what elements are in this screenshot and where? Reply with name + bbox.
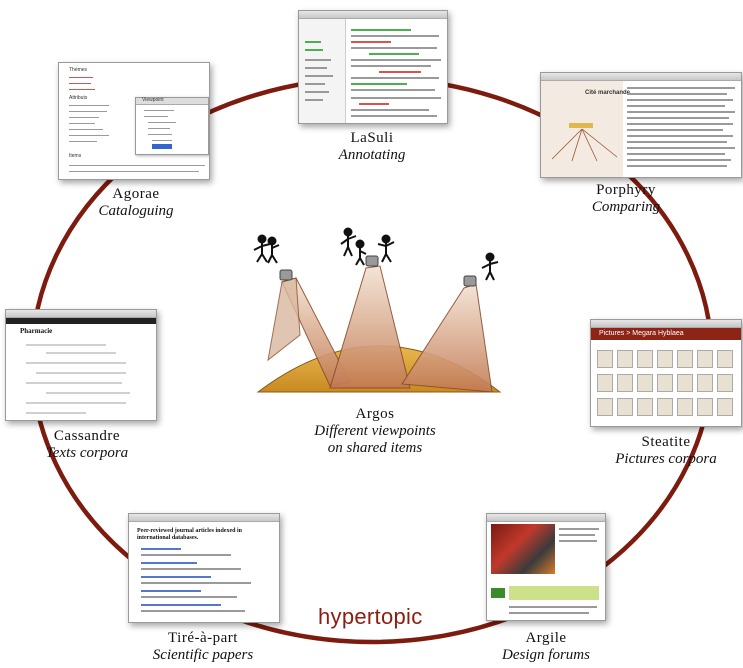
argos-illustration [253,227,502,393]
agorae-heading-attributes: Attributs [69,95,88,101]
porphyry-role: Comparing [591,199,661,215]
agorae-tree-root: Viewpoint [142,97,164,103]
tire-role: Scientific papers [152,647,254,663]
argile-name: Argile [525,630,567,646]
steatite-role: Pictures corpora [615,451,717,467]
argile-role: Design forums [502,647,590,663]
agorae-name: Agorae [112,186,160,202]
steatite-name: Steatite [641,434,691,450]
cassandre-screenshot: Pharmacie [5,309,157,421]
cassandre-role: Texts corpora [45,445,129,461]
lasuli-role: Annotating [338,147,406,163]
porphyry-screenshot: Cité marchande [540,72,742,178]
lasuli-name: LaSuli [350,130,394,146]
tire-name: Tiré-à-part [168,630,238,646]
cassandre-name: Cassandre [53,428,121,444]
steatite-screen-title: Pictures > Megara Hyblaea [599,330,684,337]
lasuli-label: LaSuli Annotating [320,130,424,164]
agorae-screenshot: Thèmes Attributs Items Viewpoint [58,62,210,180]
steatite-screenshot: Pictures > Megara Hyblaea [590,319,742,427]
agorae-label: Agorae Cataloguing [76,186,196,220]
argos-label: Argos Different viewpoints on shared ite… [290,406,460,457]
tire-screen-title: Peer-reviewed journal articles indexed i… [137,528,242,541]
argos-line-1: Different viewpoints [314,423,436,439]
porphyry-label: Porphyry Comparing [566,182,686,216]
lasuli-screenshot [298,10,448,124]
agorae-role: Cataloguing [98,203,174,219]
tire-a-part-screenshot: Peer-reviewed journal articles indexed i… [128,513,280,623]
argos-line-2: on shared items [327,440,423,456]
tire-label: Tiré-à-part Scientific papers [136,630,270,664]
porphyry-name: Porphyry [596,182,656,198]
agorae-heading-items: Items [69,153,82,159]
cassandre-label: Cassandre Texts corpora [22,428,152,462]
argile-label: Argile Design forums [486,630,606,664]
cassandre-screen-title: Pharmacie [20,327,53,335]
agorae-heading-themes: Thèmes [69,67,88,73]
argos-name: Argos [355,406,395,422]
hypertopic-brand: hypertopic [318,604,423,629]
argile-screenshot [486,513,606,621]
porphyry-screen-title: Cité marchande [585,90,631,96]
steatite-label: Steatite Pictures corpora [604,434,728,468]
